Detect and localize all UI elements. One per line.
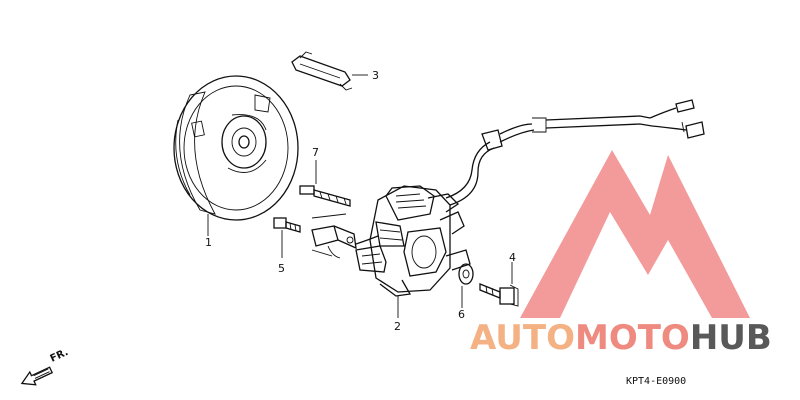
front-direction-label: FR. xyxy=(49,347,70,365)
watermark-part-a: AUTO xyxy=(470,318,575,358)
wiring-harness xyxy=(445,99,705,206)
bolt-5 xyxy=(273,217,301,233)
watermark-part-c: HUB xyxy=(690,318,772,358)
front-direction-arrow-icon xyxy=(20,366,54,386)
callout-3: 3 xyxy=(372,69,379,82)
stator-assembly xyxy=(355,185,471,297)
flywheel-rotor xyxy=(173,75,299,221)
watermark-part-b: MOTO xyxy=(575,318,690,358)
diagram-code: KPT4-E0900 xyxy=(626,376,686,387)
bolt-4 xyxy=(479,283,519,307)
pulse-generator xyxy=(311,213,379,259)
cover-plate xyxy=(291,51,353,91)
watermark-text: AUTOMOTOHUB xyxy=(470,318,772,358)
callout-2: 2 xyxy=(394,320,401,333)
callout-4: 4 xyxy=(509,251,516,264)
callout-5: 5 xyxy=(278,262,285,275)
washer-6 xyxy=(458,263,474,285)
callout-6: 6 xyxy=(458,308,465,321)
callout-7: 7 xyxy=(312,146,319,159)
watermark-logo-icon xyxy=(520,150,750,318)
bolt-7 xyxy=(299,185,351,207)
callout-1: 1 xyxy=(205,236,212,249)
